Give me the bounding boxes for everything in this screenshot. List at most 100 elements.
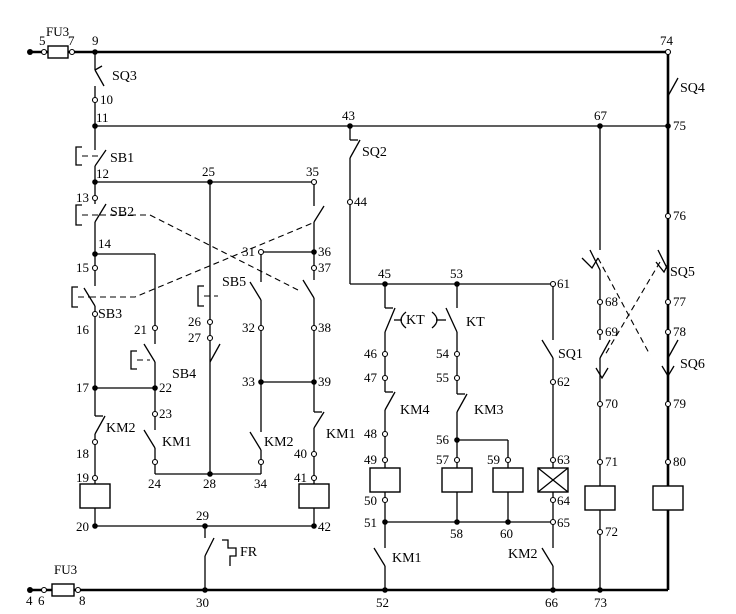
node-label: 74: [660, 33, 674, 48]
km4-contact: [384, 391, 396, 411]
node-label: 36: [318, 244, 332, 259]
node-label: 52: [376, 595, 389, 610]
node-label: 62: [557, 374, 570, 389]
node-label: 27: [188, 330, 202, 345]
node-label: 10: [100, 92, 113, 107]
node-label: 6: [38, 593, 45, 608]
node-label: 35: [306, 164, 319, 179]
label-km2-mid: KM2: [264, 435, 294, 450]
label-km4: KM4: [400, 403, 430, 418]
label-km1-mid: KM1: [326, 427, 356, 442]
node-label: 68: [605, 294, 618, 309]
kt-delay-contact: [384, 307, 396, 333]
node-label: 24: [148, 476, 162, 491]
sq6-right-contact: [667, 339, 679, 359]
node-label: 19: [76, 470, 89, 485]
node-label: 46: [364, 346, 378, 361]
node-label: 45: [378, 266, 391, 281]
node-label: 30: [196, 595, 209, 610]
node-label: 67: [594, 108, 608, 123]
coil-km4: [441, 467, 473, 493]
node-label: 9: [92, 33, 99, 48]
node-label: 32: [242, 320, 255, 335]
coils: [79, 467, 684, 511]
node-label: 65: [557, 515, 570, 530]
node-label: 42: [318, 519, 331, 534]
node-label: 31: [242, 244, 255, 259]
label-km2-bottom: KM2: [508, 547, 538, 562]
fuse-label: FU3: [54, 562, 77, 577]
node-label: 72: [605, 524, 618, 539]
sq3-contact: [94, 69, 105, 87]
node-label: 51: [364, 515, 377, 530]
sq2-contact: [349, 139, 361, 159]
label-km2-left: KM2: [106, 421, 136, 436]
coil-col-668: [652, 485, 684, 511]
node-label: 50: [364, 493, 377, 508]
node-label: 58: [450, 526, 463, 541]
km3-contact: [456, 393, 468, 413]
node-label: 48: [364, 426, 377, 441]
label-km1-bottom: KM1: [392, 551, 422, 566]
label-kt-right: KT: [466, 315, 485, 330]
node-label: 4: [26, 593, 33, 608]
label-sb3: SB3: [98, 307, 122, 322]
node-label: 8: [79, 593, 86, 608]
label-fr: FR: [240, 545, 258, 560]
node-label: 14: [98, 236, 112, 251]
node-label: 41: [294, 470, 307, 485]
terminal-dot: [27, 587, 33, 593]
node-label: 44: [354, 194, 368, 209]
power-buses: [30, 50, 670, 592]
km2-bottom-contact: [541, 547, 554, 567]
node-label: 37: [318, 260, 332, 275]
label-sb1: SB1: [110, 151, 134, 166]
node-label: 13: [76, 190, 89, 205]
label-sb2: SB2: [110, 205, 134, 220]
node-label: 17: [76, 380, 90, 395]
contacts: [71, 65, 679, 567]
node-label: 33: [242, 374, 255, 389]
sb4-contact: [143, 343, 156, 363]
sq1-contact: [541, 339, 554, 359]
node-label: 60: [500, 526, 513, 541]
node-label: 61: [557, 276, 570, 291]
node-label: 5: [39, 33, 46, 48]
fuse-bottom: FU3: [27, 562, 77, 597]
node-label: 21: [134, 322, 147, 337]
fuse-top: FU3: [27, 24, 69, 59]
label-sb5: SB5: [222, 275, 246, 290]
coil-km3: [369, 467, 401, 493]
sb3-no-contact: [302, 279, 315, 299]
node-label: 64: [557, 493, 571, 508]
node-label: 70: [605, 396, 618, 411]
sb5-contact: [249, 281, 262, 301]
node-label: 12: [96, 166, 109, 181]
node-label: 69: [605, 324, 618, 339]
coil-km1: [79, 483, 111, 509]
fuse-body: [47, 45, 69, 59]
km2-no-contact: [249, 431, 262, 451]
node-label: 40: [294, 446, 307, 461]
coil-km2: [298, 483, 330, 509]
label-kt-left: KT: [406, 313, 425, 328]
fuse-label: FU3: [46, 24, 69, 39]
node-label: 79: [673, 396, 686, 411]
node-label: 73: [594, 595, 607, 610]
node-label: 11: [96, 110, 109, 125]
node-label: 23: [159, 406, 172, 421]
node-label: 78: [673, 324, 686, 339]
node-label: 56: [436, 432, 450, 447]
label-sb4: SB4: [172, 367, 196, 382]
junction-dots: [92, 49, 671, 593]
node-label: 18: [76, 446, 89, 461]
km1-nc-contact: [313, 411, 325, 429]
label-km1-left: KM1: [162, 435, 192, 450]
device-labels: SQ3 SB1 SB2 SB3 SB4 SB5 KM2 KM1 KM2 KM1 …: [98, 69, 705, 566]
label-sq2: SQ2: [362, 145, 387, 160]
terminal-dot: [27, 49, 33, 55]
node-label: 77: [673, 294, 687, 309]
node-label: 76: [673, 208, 687, 223]
node-label: 57: [436, 452, 450, 467]
